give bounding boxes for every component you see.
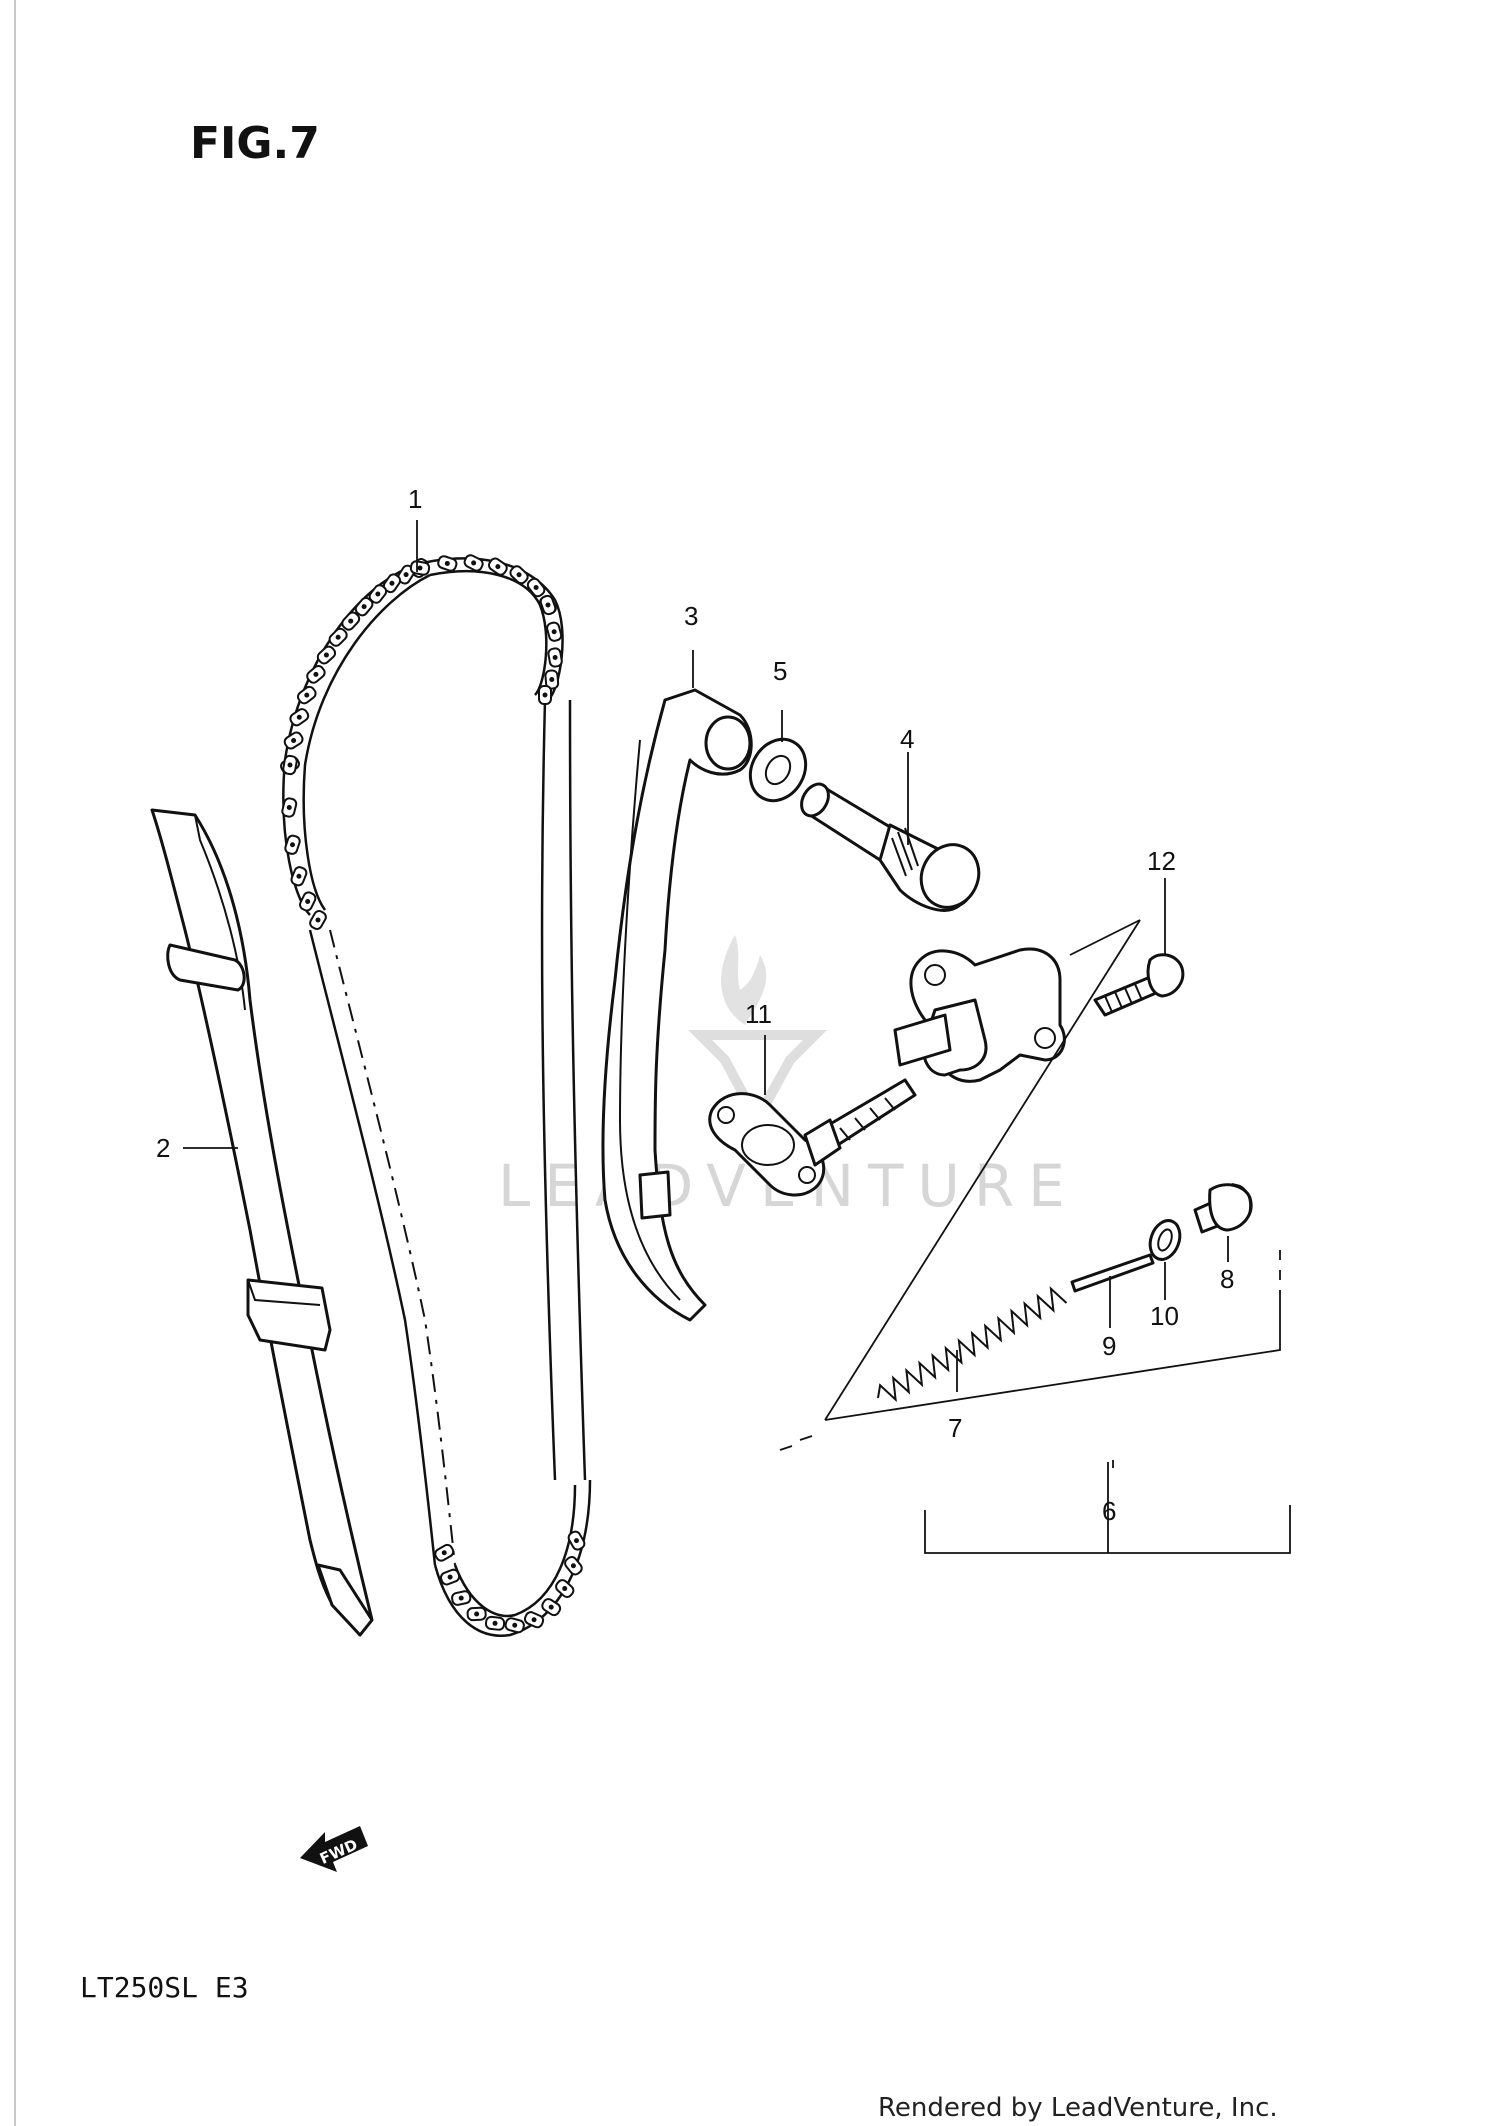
chain-roller-pin [545,602,551,608]
chain-roller-pin [441,1550,447,1556]
cap-bolt-part-8 [1193,1183,1253,1234]
chain-roller-pin [552,655,558,660]
page-left-rule [14,0,16,2126]
chain-roller-pin [286,805,292,811]
chain-roller-pin [562,1586,568,1592]
watermark-shield-icon [687,1030,828,1131]
spring-part-7 [877,1286,1068,1403]
chain-roller-pin [296,714,302,720]
render-credit: Rendered by LeadVenture, Inc. [878,2093,1278,2123]
callout-12: 12 [1147,846,1176,876]
chain-roller-pin [305,898,311,904]
chain-roller-pin [389,580,395,586]
chain-roller-pin [492,1620,498,1626]
chain-links-bottom [434,1530,586,1634]
callout-3: 3 [684,601,698,631]
chain-roller-pin [474,1611,480,1617]
chain-roller-pin [417,565,423,571]
chain-roller-pin [323,652,329,658]
chain-roller-pin [551,629,557,635]
chain-roller-pin [573,1538,579,1544]
chain-roller-pin [516,572,522,578]
chain-links-top [280,554,563,930]
figure-title: FIG.7 [190,118,320,169]
chain-roller-pin [570,1563,576,1569]
callout-2: 2 [156,1133,170,1163]
callout-4: 4 [900,724,914,754]
bolt-part-12 [1093,953,1185,1017]
chain-roller-pin [361,604,367,610]
chain-tensioner-body [803,947,1066,1167]
chain-roller-pin [296,873,302,879]
chain-roller-pin [542,692,548,698]
chain-roller-pin [315,917,321,923]
chain-roller-pin [495,564,501,570]
chain-roller-pin [313,671,319,677]
cam-chain-guide [150,808,374,1637]
chain-roller-pin [335,634,341,640]
chain-roller-pin [444,560,450,566]
chain-roller-pin [447,1574,453,1580]
chain-roller-pin [291,738,297,744]
model-code: LT250SL E3 [80,1971,249,2004]
chain-roller-pin [290,842,296,848]
chain-roller-pin [304,692,310,698]
chain-roller-pin [403,572,409,578]
chain-roller-pin [549,677,555,683]
washer-part-5 [748,737,808,803]
callout-1: 1 [408,484,422,514]
forward-direction-arrow: FWD [300,1826,368,1872]
chain-roller-pin [348,618,354,624]
tensioner-assembly-outline [779,919,1291,1554]
chain-roller-pin [375,591,381,597]
callout-6: 6 [1102,1496,1116,1526]
chain-roller-pin [512,1622,518,1628]
chain-roller-pin [287,762,293,768]
callout-10: 10 [1150,1301,1179,1331]
callout-leaders [183,520,1229,1468]
chain-tensioner-arm [601,688,753,1322]
washer-part-10 [1148,1219,1182,1261]
gasket-part-11 [708,1092,826,1197]
callout-7: 7 [948,1413,962,1443]
callout-5: 5 [773,656,787,686]
callout-9: 9 [1102,1331,1116,1361]
chain-roller-pin [548,1604,554,1610]
cam-chain [280,554,592,1637]
callout-8: 8 [1220,1264,1234,1294]
chain-roller-pin [533,584,539,590]
callout-11: 11 [745,999,772,1029]
callout-labels: 1 2 3 4 5 6 7 8 9 10 11 12 [156,484,1234,1526]
chain-roller-pin [458,1595,464,1601]
chain-roller-pin [531,1617,537,1623]
pin-part-9 [1070,1253,1155,1293]
pivot-bolt-part-4 [800,782,981,912]
watermark-flame-icon [721,935,767,1025]
chain-roller-pin [471,560,477,566]
